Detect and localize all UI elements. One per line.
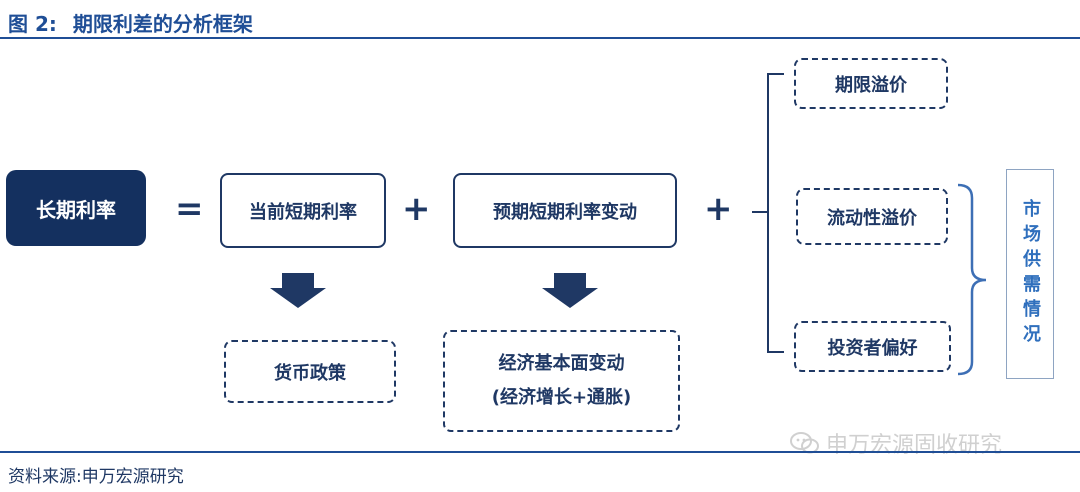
figure-label: 图 2:: [8, 12, 57, 36]
market-brace: [957, 183, 987, 376]
monetary-policy-label: 货币政策: [274, 362, 346, 384]
economic-fundamentals-box: 经济基本面变动 (经济增长+通胀): [443, 330, 680, 432]
liquidity-premium-label: 流动性溢价: [827, 207, 917, 229]
header-rule: [0, 37, 1080, 39]
long-term-rate-label: 长期利率: [36, 197, 116, 222]
figure-title-text: 期限利差的分析框架: [72, 12, 253, 36]
plus-sign-1: +: [402, 189, 431, 229]
monetary-policy-box: 货币政策: [224, 340, 396, 403]
economic-fundamentals-line1: 经济基本面变动: [498, 353, 625, 374]
investor-preference-box: 投资者偏好: [794, 321, 951, 372]
current-short-rate-label: 当前短期利率: [249, 201, 357, 223]
market-supply-demand-label: 市场供需情况: [1020, 199, 1041, 349]
equals-sign: =: [175, 189, 204, 229]
term-premium-label: 期限溢价: [835, 74, 907, 96]
current-short-rate-box: 当前短期利率: [220, 173, 386, 248]
footer-rule: [0, 451, 1080, 453]
investor-preference-label: 投资者偏好: [827, 337, 918, 359]
liquidity-premium-box: 流动性溢价: [796, 188, 948, 245]
arrow-down-fundamentals: [542, 273, 598, 308]
watermark-text: 申万宏源固收研究: [826, 433, 1003, 458]
watermark: 申万宏源固收研究: [790, 427, 1002, 459]
premium-bracket: [752, 73, 784, 353]
term-premium-box: 期限溢价: [794, 58, 948, 109]
arrow-down-policy: [270, 273, 326, 308]
economic-fundamentals-line2: (经济增长+通胀): [491, 387, 632, 408]
long-term-rate-box: 长期利率: [6, 170, 146, 246]
figure-title: 图 2: 期限利差的分析框架: [8, 10, 253, 38]
market-supply-demand-box: 市场供需情况: [1006, 169, 1054, 379]
expected-short-rate-change-label: 预期短期利率变动: [493, 201, 637, 223]
plus-sign-2: +: [704, 189, 733, 229]
expected-short-rate-change-box: 预期短期利率变动: [453, 173, 677, 248]
source-note: 资料来源:申万宏源研究: [8, 467, 184, 487]
